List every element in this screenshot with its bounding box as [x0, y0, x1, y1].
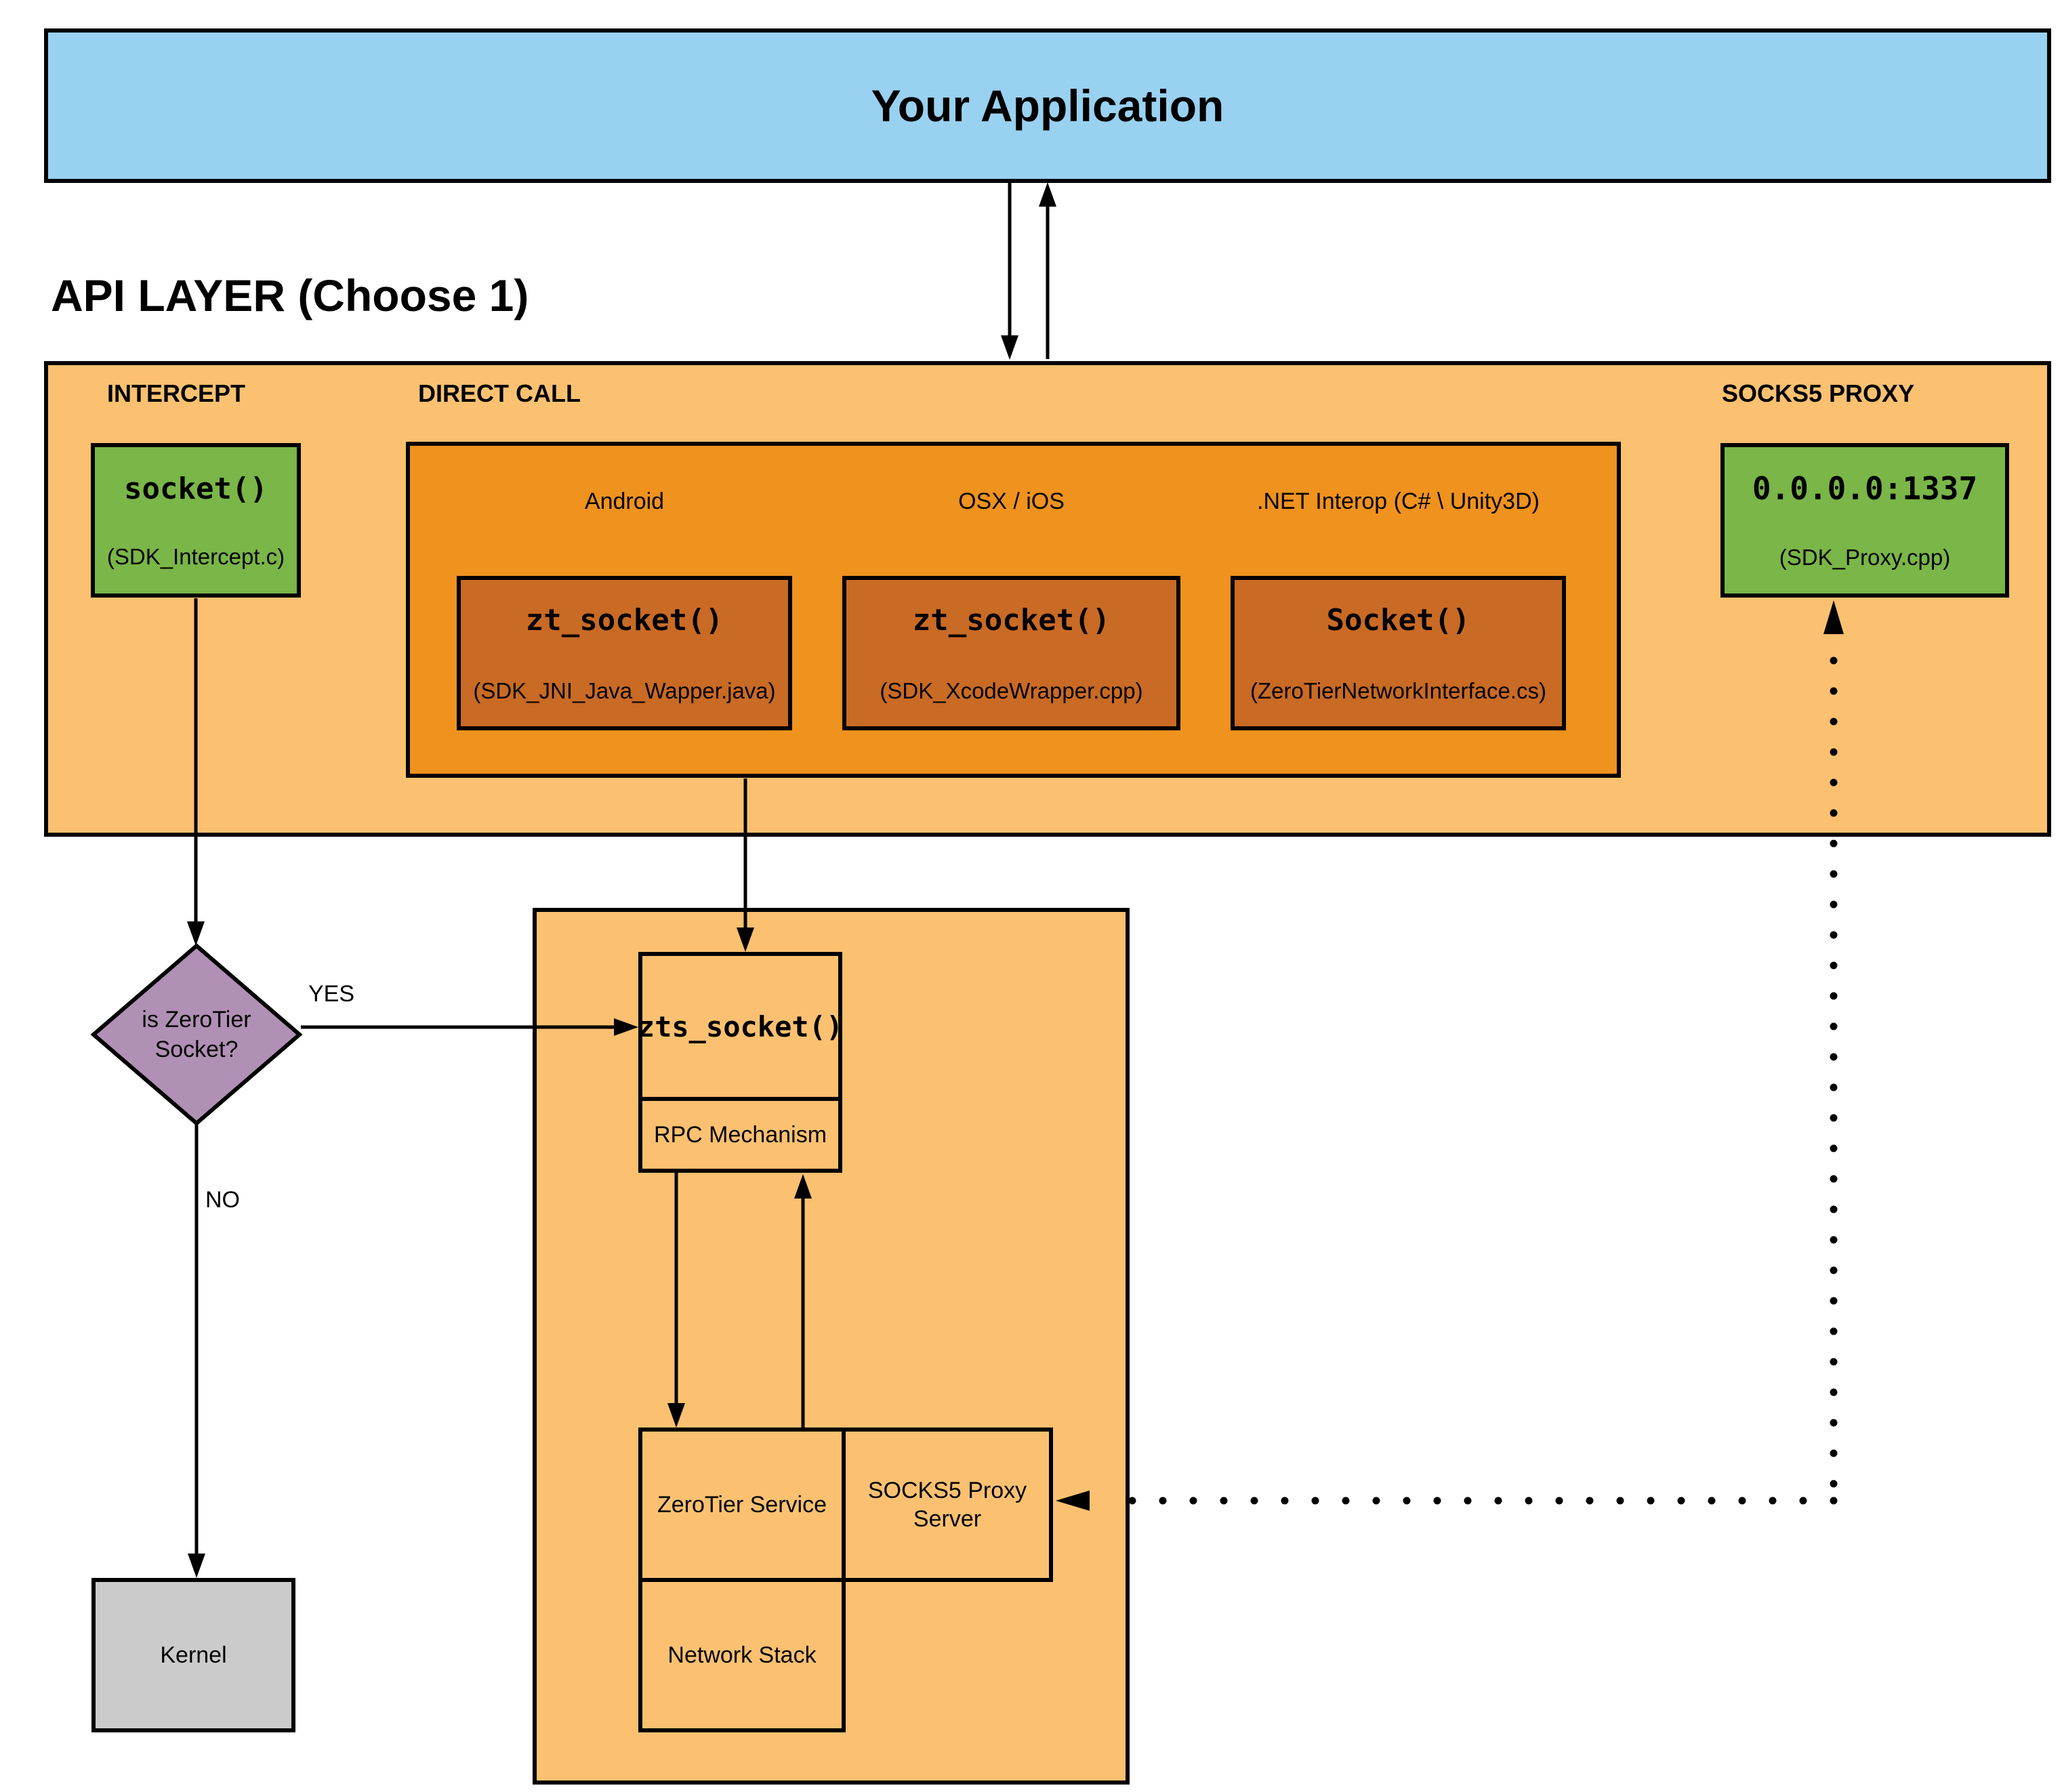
socks5-proxy-server-label-line2: Server: [913, 1506, 982, 1532]
decision-line2: Socket?: [154, 1037, 239, 1062]
osx-zt-socket-file: (SDK_XcodeWrapper.cpp): [880, 678, 1143, 703]
network-stack-box: Network Stack: [638, 1578, 846, 1732]
rpc-mechanism-label: RPC Mechanism: [653, 1121, 827, 1148]
your-application-box: Your Application: [44, 28, 2051, 183]
intercept-socket-code: socket(): [124, 471, 268, 506]
arrow-app-to-api: [1001, 183, 1018, 360]
dotnet-socket-box: Socket() (ZeroTierNetworkInterface.cs): [1231, 576, 1566, 730]
socks5-proxy-server-box: SOCKS5 Proxy Server: [842, 1428, 1053, 1582]
intercept-socket-file: (SDK_Intercept.c): [106, 543, 285, 569]
platform-label-android: Android: [584, 488, 665, 514]
android-zt-socket-box: zt_socket() (SDK_JNI_Java_Wapper.java): [457, 576, 792, 730]
zts-socket-code: zts_socket(): [637, 1009, 844, 1043]
network-stack-label: Network Stack: [667, 1642, 817, 1668]
dotnet-socket-code: Socket(): [1326, 602, 1470, 638]
direct-call-section-label: DIRECT CALL: [418, 379, 581, 407]
arrow-no-to-kernel: [188, 1124, 205, 1578]
intercept-socket-box: socket() (SDK_Intercept.c): [91, 443, 301, 598]
socks5-proxy-file: (SDK_Proxy.cpp): [1779, 545, 1951, 570]
no-label: NO: [205, 1187, 240, 1213]
api-layer-heading: API LAYER (Choose 1): [51, 270, 529, 320]
zerotier-service-box: ZeroTier Service: [638, 1428, 846, 1582]
dotnet-socket-file: (ZeroTierNetworkInterface.cs): [1250, 678, 1547, 703]
android-zt-socket-code: zt_socket(): [525, 602, 724, 638]
platform-label-osx-ios: OSX / iOS: [958, 488, 1065, 514]
osx-zt-socket-box: zt_socket() (SDK_XcodeWrapper.cpp): [842, 576, 1180, 730]
android-zt-socket-file: (SDK_JNI_Java_Wapper.java): [473, 678, 776, 703]
kernel-box: Kernel: [91, 1578, 295, 1732]
decision-diamond-text: is ZeroTier Socket?: [94, 946, 300, 1123]
zts-socket-box: zts_socket(): [637, 952, 844, 1101]
kernel-label: Kernel: [160, 1642, 227, 1668]
socks5-proxy-address-box: 0.0.0.0:1337 (SDK_Proxy.cpp): [1720, 443, 2009, 598]
yes-label: YES: [308, 981, 355, 1007]
platform-label-dotnet: .NET Interop (C# \ Unity3D): [1257, 488, 1540, 514]
arrow-api-to-app: [1039, 182, 1056, 359]
rpc-mechanism-box: RPC Mechanism: [638, 1097, 842, 1173]
socks5-proxy-address: 0.0.0.0:1337: [1752, 470, 1978, 507]
intercept-section-label: INTERCEPT: [107, 379, 246, 407]
zerotier-service-label: ZeroTier Service: [657, 1491, 827, 1518]
your-application-title: Your Application: [871, 81, 1224, 131]
decision-line1: is ZeroTier: [142, 1006, 251, 1033]
socks5-proxy-server-label-line1: SOCKS5 Proxy: [867, 1477, 1027, 1503]
socks5-proxy-section-label: SOCKS5 PROXY: [1722, 379, 1915, 407]
osx-zt-socket-code: zt_socket(): [912, 602, 1111, 638]
